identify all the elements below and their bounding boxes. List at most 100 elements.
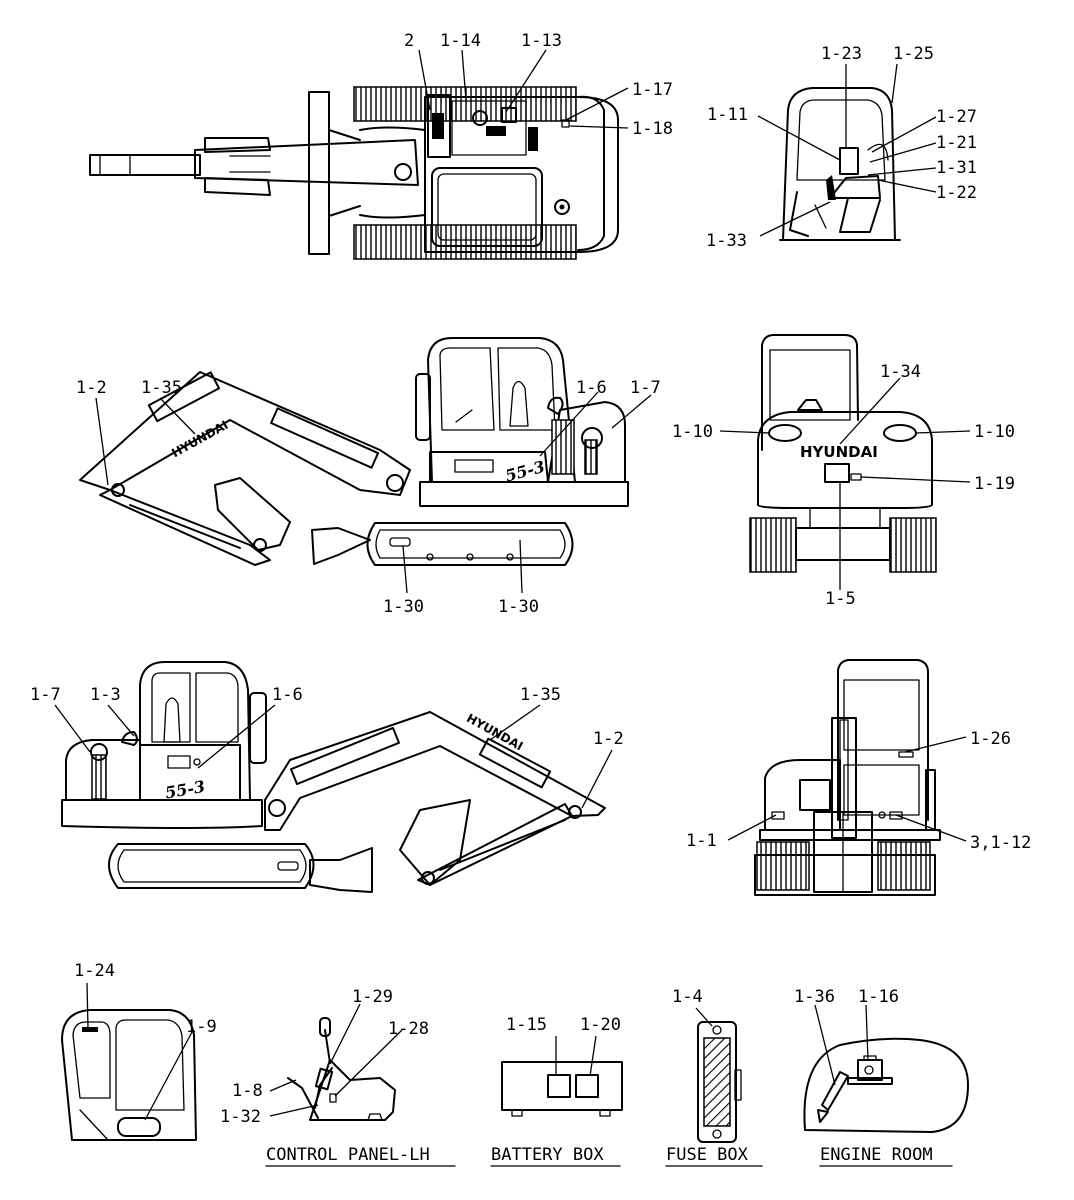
rear-decal-1-5	[824, 463, 850, 483]
label-control-1-28: 1-28	[388, 1019, 429, 1039]
right-side-view: 55-3 HYUNDAI	[79, 337, 652, 594]
front-view	[727, 659, 967, 896]
left-upper-frame	[61, 799, 263, 829]
cab-interior-view	[757, 63, 937, 241]
control-panel-body	[309, 1059, 396, 1121]
left-track	[108, 843, 315, 889]
label-top-2: 2	[404, 31, 414, 51]
battery-decal-1-20	[575, 1074, 599, 1098]
label-front-1-1: 1-1	[686, 831, 717, 851]
label-rear-1-5: 1-5	[825, 589, 856, 609]
left-engine-cover	[65, 739, 141, 801]
label-engine-1-36: 1-36	[794, 987, 835, 1007]
label-side-left-1-3: 1-3	[90, 685, 121, 705]
label-front-1-26: 1-26	[970, 729, 1011, 749]
rear-cab	[761, 334, 859, 451]
caption-fuse-box: FUSE BOX	[666, 1145, 749, 1165]
label-cab-1-31: 1-31	[936, 158, 977, 178]
fuse-box-decal-1-4	[703, 1037, 731, 1127]
label-top-1-17: 1-17	[632, 80, 673, 100]
side-engine-cover	[547, 401, 626, 483]
caption-engine-room: ENGINE ROOM	[820, 1145, 933, 1165]
label-side-right-1-35: 1-35	[141, 378, 182, 398]
label-side-right-1-7: 1-7	[630, 378, 661, 398]
label-cab-1-22: 1-22	[936, 183, 977, 203]
label-cab-1-11: 1-11	[707, 105, 748, 125]
label-door-1-9: 1-9	[186, 1017, 217, 1037]
left-side-view: 55-3 HYUNDAI	[54, 661, 613, 893]
fuse-box-view	[695, 1007, 742, 1143]
front-upper-frame	[759, 829, 941, 841]
top-upper-structure	[424, 96, 619, 253]
rear-brand-decal: HYUNDAI	[800, 443, 878, 461]
label-fuse-1-4: 1-4	[672, 987, 703, 1007]
label-engine-1-16: 1-16	[858, 987, 899, 1007]
caption-battery-box: BATTERY BOX	[491, 1145, 604, 1165]
front-cab	[837, 659, 929, 821]
fuse-box-body	[697, 1021, 737, 1143]
label-rear-1-10-left: 1-10	[672, 422, 713, 442]
label-cab-1-21: 1-21	[936, 133, 977, 153]
side-arm	[99, 489, 271, 566]
label-side-right-1-6: 1-6	[576, 378, 607, 398]
label-control-1-32: 1-32	[220, 1107, 261, 1127]
label-battery-1-15: 1-15	[506, 1015, 547, 1035]
battery-box-body	[501, 1061, 623, 1111]
label-side-left-1-7: 1-7	[30, 685, 61, 705]
left-arm	[417, 803, 573, 886]
top-view	[89, 49, 629, 260]
top-decal-1-13	[486, 126, 506, 136]
left-bucket	[399, 799, 471, 886]
label-side-left-1-6: 1-6	[272, 685, 303, 705]
cab-door-view	[61, 982, 197, 1141]
label-cab-1-23: 1-23	[821, 44, 862, 64]
front-boom	[831, 717, 857, 839]
side-boom	[79, 371, 411, 496]
engine-room-view	[803, 1004, 969, 1133]
side-upper-frame	[419, 481, 629, 507]
rear-counterweight	[757, 411, 933, 509]
label-top-1-13: 1-13	[521, 31, 562, 51]
side-bucket	[214, 477, 291, 551]
label-door-1-24: 1-24	[74, 961, 115, 981]
door-frame	[61, 1009, 197, 1141]
label-front-3-1-12: 3,1-12	[970, 833, 1031, 853]
label-cab-1-27: 1-27	[936, 107, 977, 127]
top-dozer-blade	[308, 91, 330, 255]
top-boom	[194, 139, 419, 186]
label-rear-1-10-right: 1-10	[974, 422, 1015, 442]
cab-outline	[782, 87, 896, 241]
label-cab-1-25: 1-25	[893, 44, 934, 64]
section-captions: CONTROL PANEL-LH BATTERY BOX FUSE BOX EN…	[265, 1145, 953, 1167]
label-top-1-14: 1-14	[440, 31, 481, 51]
side-track	[366, 522, 574, 566]
top-engine-hood	[431, 167, 543, 247]
top-track-lower	[353, 224, 577, 260]
callout-labels: 2 1-14 1-13 1-17 1-18 1-23 1-25 1-11 1-2…	[30, 31, 1031, 1127]
label-battery-1-20: 1-20	[580, 1015, 621, 1035]
label-top-1-18: 1-18	[632, 119, 673, 139]
door-decal-1-24	[82, 1027, 98, 1032]
battery-decal-1-15	[547, 1074, 571, 1098]
side-cab	[427, 337, 576, 483]
label-side-left-1-2: 1-2	[593, 729, 624, 749]
label-rear-1-34: 1-34	[880, 362, 921, 382]
engine-room-body	[803, 1037, 969, 1133]
label-side-right-1-30b: 1-30	[498, 597, 539, 617]
left-cab	[139, 661, 251, 801]
caption-control-panel: CONTROL PANEL-LH	[266, 1145, 430, 1165]
label-side-right-1-30a: 1-30	[383, 597, 424, 617]
label-control-1-8: 1-8	[232, 1081, 263, 1101]
side-left-model-decal: 55-3	[164, 777, 207, 803]
side-right-brand-decal: HYUNDAI	[169, 418, 230, 460]
top-decal-2	[432, 113, 444, 139]
battery-box-view	[501, 1035, 623, 1117]
left-boom	[264, 711, 606, 831]
label-cab-1-33: 1-33	[706, 231, 747, 251]
rear-view: HYUNDAI	[719, 334, 971, 590]
label-rear-1-19: 1-19	[974, 474, 1015, 494]
label-side-right-1-2: 1-2	[76, 378, 107, 398]
label-control-1-29: 1-29	[352, 987, 393, 1007]
